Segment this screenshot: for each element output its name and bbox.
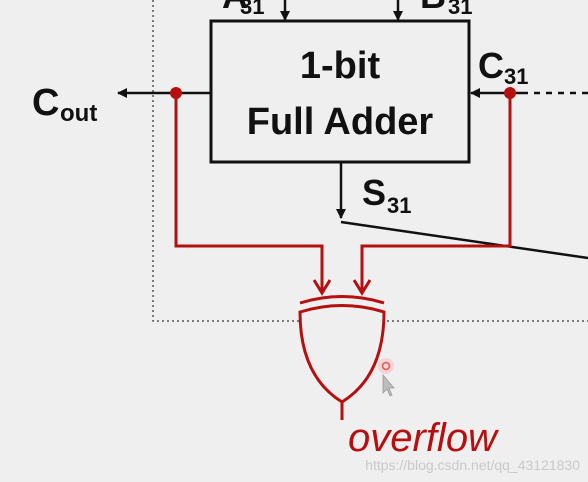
b-input-subscript: 31 [448, 0, 472, 19]
carry-out-label: C [32, 82, 59, 124]
xor-gate [298, 295, 386, 420]
carry-in-label: C [478, 45, 504, 86]
cout-tap-wire [174, 93, 322, 292]
dotted-boundary [152, 0, 588, 322]
sum-output-label: S [362, 172, 386, 213]
cout-junction-dot [170, 87, 182, 99]
sum-bus-line [340, 220, 588, 260]
carry-in-subscript: 31 [504, 64, 528, 89]
cin-junction-dot [504, 87, 516, 99]
cursor-marker [378, 358, 395, 397]
watermark-text: https://blog.csdn.net/qq_43121830 [365, 457, 580, 473]
full-adder-box [209, 19, 471, 164]
xor-gate-input-curve [299, 295, 385, 305]
overflow-label: overflow [348, 416, 500, 460]
carry-out-subscript: out [60, 100, 97, 127]
sum-output-subscript: 31 [387, 193, 411, 218]
xor-gate-body [298, 304, 386, 404]
adder-title-line1: 1-bit [300, 45, 381, 87]
cin-tap-wire [362, 93, 512, 292]
adder-title-line2: Full Adder [247, 101, 434, 143]
a-input-label: A [222, 0, 248, 16]
b-input-label: B [420, 0, 446, 16]
a-input-subscript: 31 [240, 0, 264, 19]
cursor-pointer-icon [382, 373, 395, 397]
